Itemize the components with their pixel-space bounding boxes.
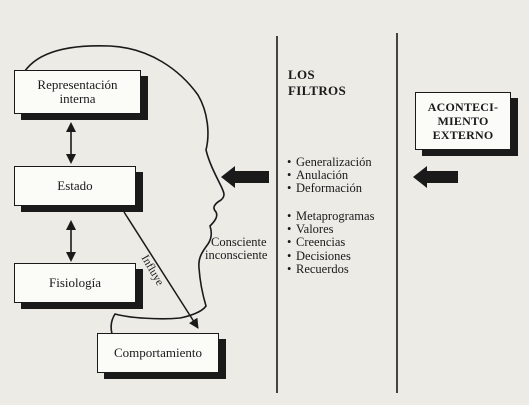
- state-label: Estado: [57, 178, 93, 193]
- unconscious-label: inconsciente: [205, 247, 268, 262]
- block-arrow-left-icon: [413, 166, 458, 188]
- filters-list-primary: Generalización Anulación Deformación: [287, 155, 372, 196]
- list-item: Metaprogramas: [287, 209, 374, 223]
- double-arrow-icon: [66, 220, 76, 262]
- block-arrow-left-icon: [221, 166, 269, 188]
- filters-heading-line1: LOS: [288, 67, 315, 82]
- filters-heading-line2: FILTROS: [288, 83, 346, 98]
- influence-arrow: [123, 211, 199, 329]
- conscious-unconscious-label: Consciente inconsciente: [205, 236, 267, 261]
- physiology-box: Fisiología: [14, 263, 136, 303]
- physiology-label: Fisiología: [48, 275, 101, 290]
- filters-heading: LOS FILTROS: [288, 67, 346, 99]
- external-event-line3: EXTERNO: [432, 128, 494, 142]
- external-event-line1: ACONTECI-: [427, 100, 499, 114]
- list-item: Recuerdos: [287, 262, 374, 276]
- representation-box: Representación interna: [14, 70, 141, 114]
- representation-label-line1: Representación: [37, 77, 118, 92]
- list-item: Decisiones: [287, 249, 374, 263]
- conscious-label: Consciente: [211, 235, 267, 249]
- external-event-box: ACONTECI- MIENTO EXTERNO: [415, 92, 511, 150]
- filters-list-secondary: Metaprogramas Valores Creencias Decision…: [287, 209, 374, 276]
- behavior-label: Comportamiento: [113, 345, 203, 360]
- list-item: Valores: [287, 223, 374, 236]
- representation-label-line2: interna: [59, 91, 96, 106]
- double-arrow-icon: [66, 122, 76, 164]
- list-item: Deformación: [287, 182, 372, 195]
- behavior-box: Comportamiento: [97, 333, 219, 373]
- external-event-line2: MIENTO: [437, 114, 489, 128]
- head-silhouette: [19, 44, 225, 341]
- list-item: Creencias: [287, 236, 374, 249]
- state-box: Estado: [14, 166, 136, 206]
- list-item: Anulación: [287, 169, 372, 182]
- list-item: Generalización: [287, 155, 372, 169]
